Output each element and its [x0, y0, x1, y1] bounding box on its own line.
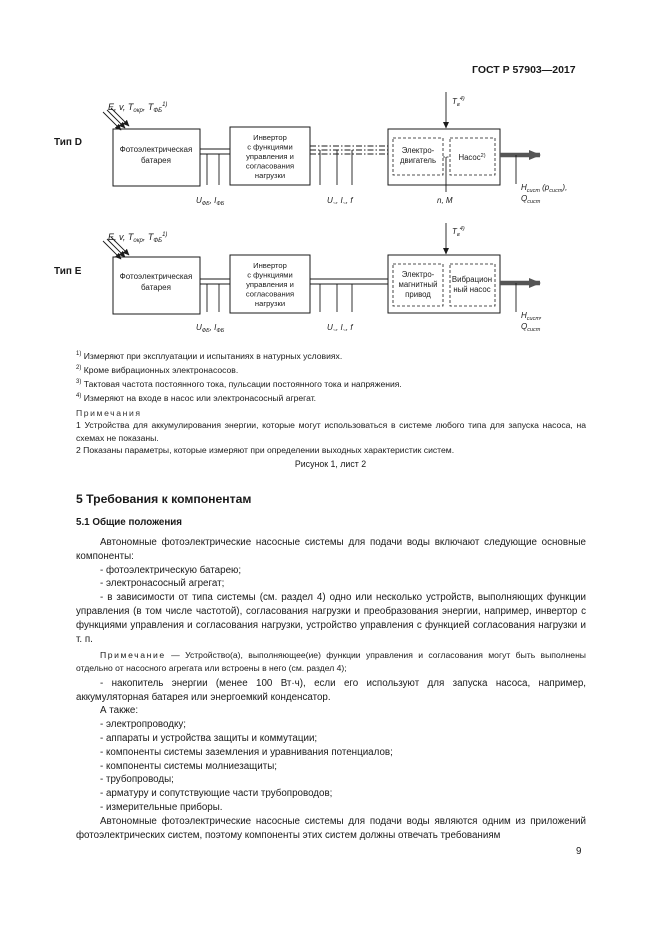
page-number: 9	[576, 846, 582, 857]
tv-label-e: Tв4)	[452, 226, 465, 238]
svg-text:нагрузки: нагрузки	[255, 299, 285, 308]
component-item: - фотоэлектрическую батарею;	[100, 564, 242, 576]
tv-label-d: Tв4)	[452, 96, 465, 108]
ac-params-d: U~, I~, f	[327, 196, 353, 207]
vibration-pump-box-e	[449, 263, 496, 307]
svg-text:управления и: управления и	[246, 152, 294, 161]
system-diagram: Тип D E, v, Tокр, TФБ1) Фотоэлектрическа…	[54, 92, 567, 334]
extra-item: - трубопроводы;	[100, 774, 174, 786]
diagram-type-d: Тип D E, v, Tокр, TФБ1) Фотоэлектрическа…	[54, 92, 567, 207]
pump-box-d	[449, 137, 496, 176]
svg-text:привод: привод	[405, 290, 431, 299]
svg-text:Вибрацион: Вибрацион	[452, 275, 492, 284]
input-params-d: E, v, Tокр, TФБ1)	[108, 102, 167, 114]
motor-box-d	[392, 137, 444, 176]
footnote-2: 2) Кроме вибрационных электронасосов.	[76, 364, 239, 375]
section-title: 5 Требования к компонентам	[76, 492, 252, 506]
subsection-title: 5.1 Общие положения	[76, 517, 183, 528]
pump-label-d: Насос2)	[458, 153, 485, 162]
n-m-label: n, M	[437, 196, 453, 205]
note-2: 2 Показаны параметры, которые измеряют п…	[76, 444, 455, 455]
svg-text:с функциями: с функциями	[247, 143, 293, 152]
input-params-e: E, v, Tокр, TФБ1)	[108, 232, 167, 244]
svg-text:согласования: согласования	[246, 290, 294, 299]
body-text: Автономные фотоэлектрические насосные си…	[76, 536, 586, 842]
svg-text:Инвертор: Инвертор	[253, 261, 287, 270]
pv-label-2: батарея	[141, 156, 171, 165]
footnote-1: 1) Измеряют при эксплуатации и испытания…	[76, 350, 343, 361]
extra-item: - компоненты системы заземления и уравни…	[100, 746, 393, 758]
diagram-type-e: Тип E E, v, Tокр, TФБ1) Фотоэлектрическа…	[54, 223, 542, 334]
ac-lines-d	[310, 145, 388, 155]
svg-text:двигатель: двигатель	[400, 156, 436, 165]
type-e-label: Тип E	[54, 266, 82, 277]
svg-text:батарея: батарея	[141, 283, 171, 292]
svg-text:согласования: согласования	[246, 162, 294, 171]
extra-item: - измерительные приборы.	[100, 801, 223, 813]
extra-item: - компоненты системы молниезащиты;	[100, 760, 277, 772]
pv-battery-box-e	[112, 256, 201, 315]
svg-text:Фотоэлектрическая: Фотоэлектрическая	[120, 272, 193, 281]
radiation-arrows-d	[102, 107, 130, 131]
note-1: 1 Устройства для аккумулирования энергии…	[76, 420, 586, 443]
extra-item: - аппараты и устройства защиты и коммута…	[100, 732, 318, 744]
drive-box-e	[392, 263, 444, 307]
extra-item: - электропроводку;	[100, 719, 186, 731]
also-label: А также:	[100, 705, 139, 717]
figure-notes: 1) Измеряют при эксплуатации и испытания…	[76, 348, 586, 456]
output-q-d: Qсист	[521, 194, 541, 205]
notes-title: Примечания	[76, 408, 142, 419]
type-d-label: Тип D	[54, 137, 82, 148]
figure-caption: Рисунок 1, лист 2	[294, 459, 367, 469]
footnote-3: 3) Тактовая частота постоянного тока, пу…	[76, 378, 402, 389]
svg-text:с функциями: с функциями	[247, 271, 293, 280]
component-item: - электронасосный агрегат;	[100, 578, 225, 590]
pv-output-params-e: UФБ, IФБ	[196, 323, 225, 334]
intro-paragraph: Автономные фотоэлектрические насосные си…	[76, 537, 586, 562]
svg-text:Электро-: Электро-	[402, 146, 435, 155]
component-item: - в зависимости от типа системы (см. раз…	[76, 592, 586, 645]
closing-paragraph: Автономные фотоэлектрические насосные си…	[76, 815, 586, 841]
output-q-e: Qсист	[521, 322, 541, 333]
svg-text:Инвертор: Инвертор	[253, 133, 287, 142]
storage-item: - накопитель энергии (менее 100 Вт·ч), е…	[76, 677, 586, 703]
standard-header: ГОСТ Р 57903—2017	[472, 64, 576, 76]
ac-params-e: U~, I~, f	[327, 323, 353, 334]
footnote-4: 4) Измеряют на входе в насос или электро…	[76, 393, 317, 404]
svg-text:магнитный: магнитный	[398, 280, 437, 289]
output-h-d: Hсист (pсист),	[521, 183, 567, 194]
radiation-arrows-e	[102, 236, 130, 260]
svg-text:Электро-: Электро-	[402, 270, 435, 279]
pv-label-1: Фотоэлектрическая	[120, 145, 193, 154]
svg-text:нагрузки: нагрузки	[255, 171, 285, 180]
pv-battery-box-d	[112, 128, 201, 187]
extra-item: - арматуру и сопутствующие части трубопр…	[100, 788, 333, 800]
pv-output-params-d: UФБ, IФБ	[196, 196, 225, 207]
svg-text:ный насос: ный насос	[453, 285, 490, 294]
component-note: Примечание — Устройство(а), выполняющее(…	[76, 650, 586, 673]
output-h-e: Hсист,	[521, 311, 542, 322]
svg-text:управления и: управления и	[246, 280, 294, 289]
inverter-box-d	[229, 126, 311, 186]
